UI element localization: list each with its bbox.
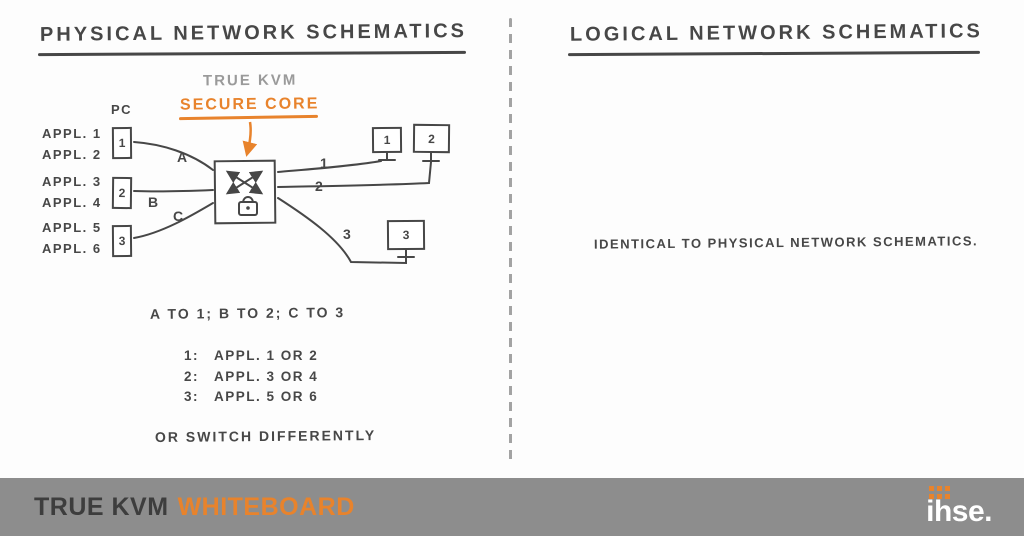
true-kvm-label: TRUE KVM <box>202 71 298 90</box>
monitor-2: 2 <box>412 123 451 154</box>
kvm-switch-box <box>213 159 277 225</box>
monitor-3-stand <box>397 249 415 258</box>
footer-brand-text: TRUE KVM <box>34 492 169 521</box>
mapping-row-3-key: 3: <box>184 389 200 404</box>
monitor-3: 3 <box>386 219 426 251</box>
pc-box-2-number: 2 <box>118 185 126 201</box>
monitor-2-stand <box>422 152 440 162</box>
appl-label-6: APPL. 6 <box>42 241 102 256</box>
secure-core-label: SECURE CORE <box>179 95 320 114</box>
footnote: OR SWITCH DIFFERENTLY <box>154 427 377 445</box>
monitor-2-number: 2 <box>428 131 435 146</box>
footer-bar: TRUE KVM WHITEBOARD ihse. <box>0 478 1024 536</box>
link-label-b: B <box>148 194 159 210</box>
ihse-logo: ihse. <box>926 480 992 536</box>
monitor-1: 1 <box>371 126 403 154</box>
left-panel-title: PHYSICAL NETWORK SCHEMATICS <box>39 20 468 46</box>
link-label-a: A <box>177 149 188 165</box>
monitor-1-stand <box>378 152 396 161</box>
pc-box-2: 2 <box>111 176 133 210</box>
appl-label-5: APPL. 5 <box>42 220 102 235</box>
panel-divider <box>509 18 512 466</box>
mapping-line: A TO 1; B TO 2; C TO 3 <box>149 304 346 322</box>
pc-box-3: 3 <box>111 224 133 258</box>
link-b-line <box>133 189 214 193</box>
mapping-row-2-key: 2: <box>184 369 200 384</box>
right-title-underline <box>567 50 981 56</box>
link-label-2: 2 <box>315 178 323 194</box>
down-arrow-icon <box>242 121 258 157</box>
link-a-line <box>133 141 214 171</box>
link-label-1: 1 <box>320 155 328 171</box>
link-label-c: C <box>173 208 184 224</box>
monitor-1-number: 1 <box>383 132 391 148</box>
link-1-line <box>277 160 382 173</box>
footer-brand: TRUE KVM WHITEBOARD <box>34 493 355 522</box>
mapping-row-3: 3: APPL. 5 OR 6 <box>184 389 318 404</box>
link-label-3: 3 <box>343 226 351 242</box>
mapping-row-1: 1: APPL. 1 OR 2 <box>184 348 318 363</box>
identical-note: IDENTICAL TO PHYSICAL NETWORK SCHEMATICS… <box>593 233 979 252</box>
pc-box-1-number: 1 <box>118 135 126 151</box>
footer-brand-accent: WHITEBOARD <box>177 492 355 521</box>
mapping-row-1-value: APPL. 1 OR 2 <box>214 348 319 363</box>
pc-box-3-number: 3 <box>118 233 126 249</box>
mapping-row-2: 2: APPL. 3 OR 4 <box>184 369 318 384</box>
appl-label-2: APPL. 2 <box>42 147 102 162</box>
mapping-row-1-key: 1: <box>184 348 200 363</box>
secure-core-underline <box>178 114 319 121</box>
pc-box-1: 1 <box>111 126 133 160</box>
monitor-3-number: 3 <box>402 227 410 243</box>
left-title-underline <box>37 50 467 56</box>
mapping-row-3-value: APPL. 5 OR 6 <box>214 389 319 404</box>
ihse-logo-dots-icon <box>929 486 951 499</box>
appl-label-4: APPL. 4 <box>42 195 102 210</box>
link-2-line <box>277 161 432 188</box>
appl-label-3: APPL. 3 <box>42 174 102 189</box>
appl-label-1: APPL. 1 <box>42 126 102 141</box>
mapping-row-2-value: APPL. 3 OR 4 <box>214 369 319 384</box>
ihse-logo-text: ihse. <box>926 495 992 528</box>
right-panel-title: LOGICAL NETWORK SCHEMATICS <box>569 20 983 46</box>
pc-label: PC <box>111 102 133 117</box>
